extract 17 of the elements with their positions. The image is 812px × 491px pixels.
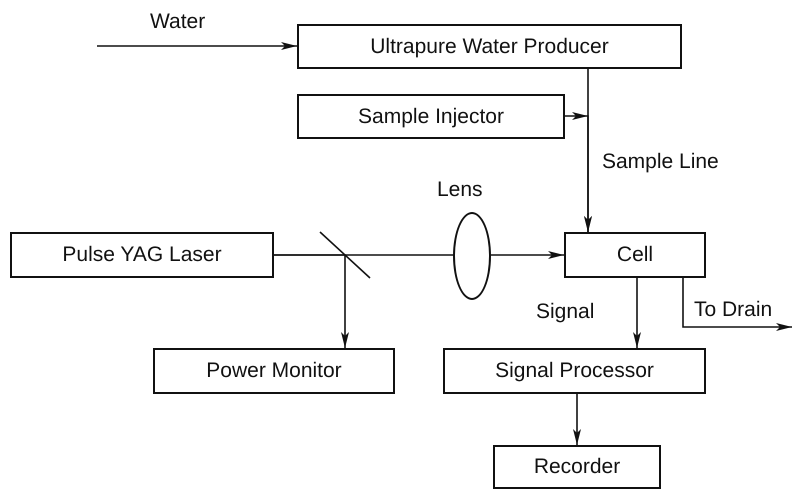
process-box xyxy=(297,94,565,139)
process-box xyxy=(153,348,395,394)
process-box xyxy=(10,232,274,278)
box-label: Signal Processor xyxy=(495,359,654,383)
box-label: Pulse YAG Laser xyxy=(62,243,222,267)
box-label: Power Monitor xyxy=(206,359,342,383)
process-box xyxy=(493,445,661,489)
box-label: Recorder xyxy=(534,455,620,479)
lens-label: Lens xyxy=(437,178,483,202)
box-label: Sample Injector xyxy=(358,104,504,128)
edge-label: Sample Line xyxy=(602,150,719,174)
box-label: Ultrapure Water Producer xyxy=(370,34,609,58)
process-box xyxy=(297,24,682,69)
edge-label: Signal xyxy=(536,300,594,324)
process-box xyxy=(564,232,706,278)
box-label: Cell xyxy=(616,243,654,267)
process-box xyxy=(443,348,706,394)
